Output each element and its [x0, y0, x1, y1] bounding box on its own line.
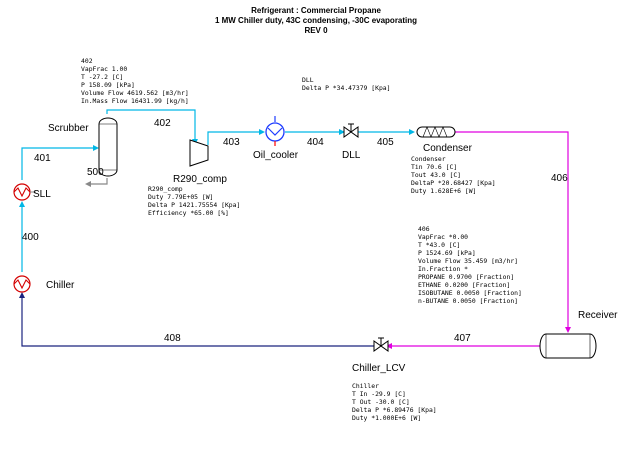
table-line: T In -29.9 [C] — [352, 390, 406, 398]
stream-403-line[interactable] — [207, 131, 262, 145]
table-line: Condenser — [411, 155, 446, 163]
table-line: Chiller — [352, 382, 379, 390]
stream-402-label: 402 — [154, 118, 171, 129]
sll-exchanger-icon[interactable] — [13, 183, 36, 201]
chiller-exchanger-icon[interactable] — [13, 275, 31, 293]
scrubber-label: Scrubber — [48, 123, 89, 134]
table-line: Delta P 1421.75554 [Kpa] — [148, 201, 240, 209]
condenser-label: Condenser — [423, 143, 473, 154]
table-line: PROPANE 0.9700 [Fraction] — [418, 273, 514, 281]
table-line: Delta P *6.89476 [Kpa] — [352, 406, 437, 414]
table-line: Volume Flow 35.459 [m3/hr] — [418, 257, 518, 265]
stream-401-line[interactable] — [21, 147, 96, 180]
table-line: Duty 7.79E+05 [W] — [148, 193, 213, 201]
compressor-icon[interactable] — [189, 139, 209, 167]
table-line: T -27.2 [C] — [81, 73, 123, 81]
table-line: Efficiency *65.00 [%] — [148, 209, 229, 217]
table-line: Tin 70.6 [C] — [411, 163, 457, 171]
oil-cooler-icon[interactable] — [265, 116, 285, 146]
stream-408-label: 408 — [164, 333, 181, 344]
header-line-2: 1 MW Chiller duty, 43C condensing, -30C … — [215, 16, 417, 25]
stream-500-line[interactable] — [88, 178, 108, 185]
stream-402-line[interactable] — [106, 109, 196, 142]
compressor-label: R290_comp — [173, 174, 227, 185]
stream-408-arrow — [19, 292, 25, 298]
stream-401-arrow — [93, 145, 99, 151]
stream-407-arrow — [386, 343, 392, 349]
stream-500-arrow — [85, 181, 91, 187]
table-line: In.Mass Flow 16431.99 [kg/h] — [81, 97, 189, 105]
dll-label: DLL — [342, 150, 361, 161]
stream-406-line[interactable] — [455, 131, 569, 329]
table-line: 402 — [81, 57, 93, 65]
table-line: Volume Flow 4619.562 [m3/hr] — [81, 89, 189, 97]
stream-500-label: 500 — [87, 167, 104, 178]
table-line: P 1524.69 [kPa] — [418, 249, 476, 257]
stream-403-label: 403 — [223, 137, 240, 148]
chiller-lcv-valve-icon[interactable] — [373, 337, 389, 352]
table-line: ISOBUTANE 0.0050 [Fraction] — [418, 289, 522, 297]
table-line: Duty 1.628E+6 [W] — [411, 187, 476, 195]
stream-405-arrow — [409, 129, 415, 135]
condenser-icon[interactable] — [416, 126, 456, 138]
table-line: Duty *1.000E+6 [W] — [352, 414, 421, 422]
stream-405-label: 405 — [377, 137, 394, 148]
table-line: Tout 43.0 [C] — [411, 171, 461, 179]
table-line: DeltaP *20.68427 [Kpa] — [411, 179, 496, 187]
table-line: T Out -30.0 [C] — [352, 398, 410, 406]
table-line: VapFrac *0.00 — [418, 233, 468, 241]
table-line: 406 — [418, 225, 430, 233]
receiver-label: Receiver — [578, 310, 618, 321]
chiller-label: Chiller — [46, 280, 75, 291]
stream-403-arrow — [259, 129, 265, 135]
table-line: In.Fraction * — [418, 265, 468, 273]
stream-404-arrow — [339, 129, 345, 135]
dll-valve-icon[interactable] — [343, 123, 359, 138]
header-line-3: REV 0 — [304, 26, 328, 35]
table-line: P 158.09 [kPa] — [81, 81, 135, 89]
table-line: Delta P *34.47379 [Kpa] — [302, 84, 391, 92]
stream-407-label: 407 — [454, 333, 471, 344]
header-line-1: Refrigerant : Commercial Propane — [251, 6, 381, 15]
table-line: VapFrac 1.00 — [81, 65, 127, 73]
stream-400-arrow — [19, 201, 25, 207]
table-line: T *43.0 [C] — [418, 241, 460, 249]
table-line: R290_comp — [148, 185, 183, 193]
stream-408-line[interactable] — [21, 296, 375, 347]
stream-406-arrow — [565, 327, 571, 333]
table-line: n-BUTANE 0.0050 [Fraction] — [418, 297, 518, 305]
sll-label: SLL — [33, 189, 51, 200]
stream-406-label: 406 — [551, 173, 568, 184]
receiver-vessel[interactable] — [539, 333, 597, 359]
stream-401-label: 401 — [34, 153, 51, 164]
table-line: ETHANE 0.0200 [Fraction] — [418, 281, 510, 289]
oil-cooler-label: Oil_cooler — [253, 150, 299, 161]
stream-404-label: 404 — [307, 137, 324, 148]
stream-400-label: 400 — [22, 232, 39, 243]
table-line: DLL — [302, 76, 314, 84]
scrubber-vessel[interactable] — [98, 117, 118, 177]
chiller-lcv-label: Chiller_LCV — [352, 363, 406, 374]
